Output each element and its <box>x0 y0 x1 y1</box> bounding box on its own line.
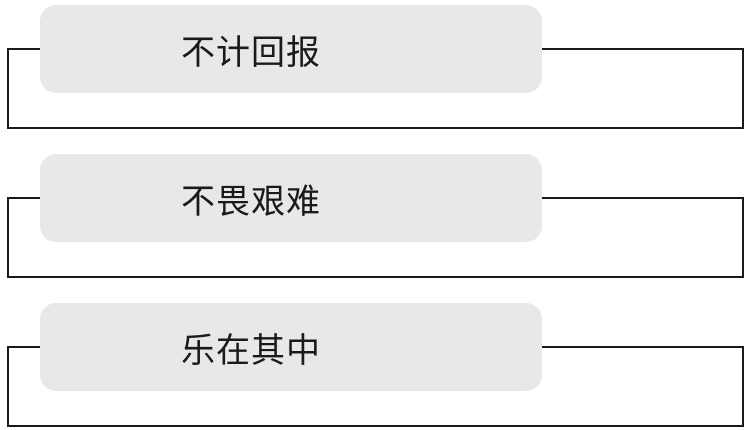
frame-top-right-line <box>541 346 744 348</box>
item-label: 不计回报 <box>181 32 321 73</box>
frame-bracket <box>7 347 744 427</box>
item-label: 乐在其中 <box>181 330 321 371</box>
label-box: 乐在其中 <box>40 303 542 391</box>
item-label: 不畏艰难 <box>181 181 321 222</box>
list-item-1: 不计回报 <box>0 0 752 130</box>
frame-top-right-line <box>541 197 744 199</box>
label-box: 不计回报 <box>40 5 542 93</box>
frame-top-right-line <box>541 48 744 50</box>
frame-bracket <box>7 198 744 278</box>
frame-bracket <box>7 49 744 129</box>
list-item-3: 乐在其中 <box>0 298 752 428</box>
label-box: 不畏艰难 <box>40 154 542 242</box>
frame-top-left-line <box>7 346 41 348</box>
frame-top-left-line <box>7 48 41 50</box>
list-item-2: 不畏艰难 <box>0 149 752 279</box>
frame-top-left-line <box>7 197 41 199</box>
